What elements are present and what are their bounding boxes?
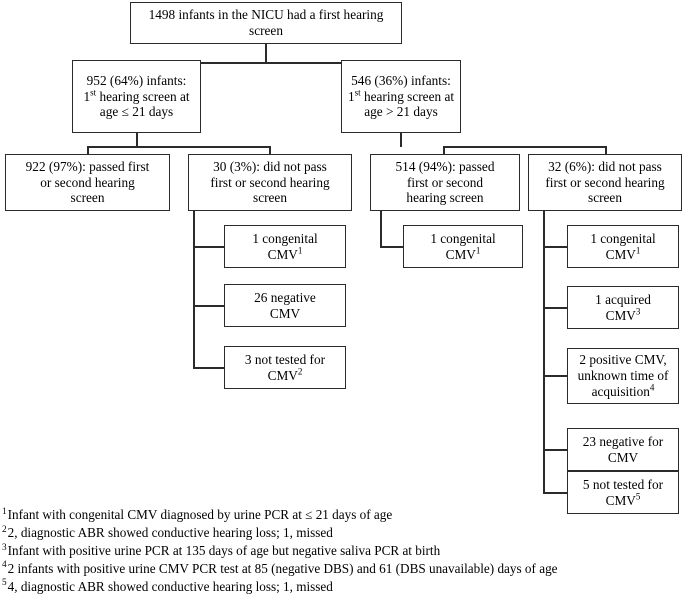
node-right-passed: 514 (94%): passed first or second hearin… [370,154,520,211]
footnote-4: 42 infants with positive urine CMV PCR t… [2,560,685,578]
connector-right-age-split-bar [443,146,606,148]
footnote-2: 22, diagnostic ABR showed conductive hea… [2,524,685,542]
node-right-failed-leaf-1-label: 1 congenital CMV1 [590,230,656,262]
connector-left-failed-stub-2 [193,305,225,307]
node-right-passed-leaf-congenital-cmv: 1 congenital CMV1 [403,225,523,268]
connector-right-failed-stub-4 [543,449,569,451]
connector-left-failed-stub-3 [193,367,225,369]
node-right-failed-leaf-positive-unknown-time: 2 positive CMV, unknown time of acquisit… [567,348,679,404]
footnote-1-text: Infant with congenital CMV diagnosed by … [7,507,393,522]
footnote-ref-3: 3 [635,306,641,317]
connector-right-failed-stub-1 [543,246,569,248]
node-root: 1498 infants in the NICU had a first hea… [130,2,402,44]
node-right-failed-leaf-5-label: 5 not tested for CMV5 [582,476,664,508]
footnote-5-marker: 5 [2,577,7,588]
node-right-age-group: 546 (36%) infants: 1st hearing screen at… [341,60,461,133]
node-left-failed: 30 (3%): did not pass first or second he… [188,154,352,211]
footnote-3: 3Infant with positive urine PCR at 135 d… [2,542,685,560]
node-left-failed-leaf-1-label: 1 congenital CMV1 [252,230,318,262]
footnote-ref-5: 5 [635,491,641,502]
connector-right-age-stem [400,133,402,147]
node-left-passed: 922 (97%): passed first or second hearin… [5,154,170,211]
node-right-failed-leaf-acquired-cmv: 1 acquired CMV3 [567,286,679,329]
footnote-ref-1: 1 [297,245,303,256]
connector-left-age-stem [136,133,138,147]
node-right-failed-leaf-3-label: 2 positive CMV, unknown time of acquisit… [577,352,669,399]
connector-left-failed-stub-1 [193,246,225,248]
connector-right-passed-stub-1 [380,246,405,248]
node-right-failed-leaf-2-label: 1 acquired CMV3 [595,291,651,323]
footnotes-block: 1Infant with congenital CMV diagnosed by… [2,506,685,596]
node-left-age-group: 952 (64%) infants: 1st hearing screen at… [72,60,201,133]
footnote-ref-4: 4 [649,382,655,393]
footnote-ref-1c: 1 [635,245,641,256]
connector-root-split-bar [136,62,401,64]
connector-left-age-to-passed [87,146,89,155]
node-right-passed-leaf-1-label: 1 congenital CMV1 [430,230,496,262]
node-left-failed-leaf-2-label: 26 negative CMV [254,289,316,321]
connector-left-failed-trunk [193,210,195,368]
footnote-3-marker: 3 [2,541,7,552]
node-left-passed-label: 922 (97%): passed first or second hearin… [25,158,150,206]
connector-left-age-split-bar [87,146,270,148]
footnote-ref-2: 2 [297,366,303,377]
footnote-1-marker: 1 [2,505,7,516]
connector-right-failed-trunk [543,210,545,493]
node-right-failed: 32 (6%): did not pass first or second he… [528,154,682,211]
connector-root-stem [265,44,267,63]
footnote-4-marker: 4 [2,559,7,570]
node-left-failed-leaf-negative-cmv: 26 negative CMV [224,284,346,327]
node-left-failed-label: 30 (3%): did not pass first or second he… [210,158,330,206]
connector-left-age-to-failed [269,146,271,155]
node-right-age-label: 546 (36%) infants: 1st hearing screen at… [347,72,455,120]
connector-right-passed-trunk [380,210,382,248]
node-left-failed-leaf-not-tested: 3 not tested for CMV2 [224,346,346,389]
node-left-failed-leaf-congenital-cmv: 1 congenital CMV1 [224,225,346,268]
node-right-failed-leaf-negative-cmv: 23 negative for CMV [567,428,679,471]
connector-right-failed-stub-3 [543,375,569,377]
footnote-4-text: 2 infants with positive urine CMV PCR te… [7,560,558,576]
node-right-passed-label: 514 (94%): passed first or second hearin… [395,158,495,206]
node-left-failed-leaf-3-label: 3 not tested for CMV2 [244,351,326,383]
footnote-1: 1Infant with congenital CMV diagnosed by… [2,506,685,524]
footnote-5: 54, diagnostic ABR showed conductive hea… [2,578,685,596]
footnote-3-text: Infant with positive urine PCR at 135 da… [7,542,441,558]
connector-right-failed-stub-5 [543,492,569,494]
footnote-5-text: 4, diagnostic ABR showed conductive hear… [7,578,333,594]
node-root-label: 1498 infants in the NICU had a first hea… [148,7,384,38]
footnote-2-text: 2, diagnostic ABR showed conductive hear… [7,524,333,540]
node-right-failed-leaf-not-tested: 5 not tested for CMV5 [567,471,679,514]
node-right-failed-label: 32 (6%): did not pass first or second he… [545,158,665,206]
node-right-failed-leaf-4-label: 23 negative for CMV [582,433,664,465]
node-right-failed-leaf-congenital-cmv: 1 congenital CMV1 [567,225,679,268]
connector-right-age-to-failed [605,146,607,155]
footnote-2-marker: 2 [2,523,7,534]
footnote-ref-1b: 1 [475,245,481,256]
connector-right-failed-stub-2 [543,307,569,309]
node-left-age-label: 952 (64%) infants: 1st hearing screen at… [83,72,190,120]
connector-right-age-to-passed [443,146,445,155]
